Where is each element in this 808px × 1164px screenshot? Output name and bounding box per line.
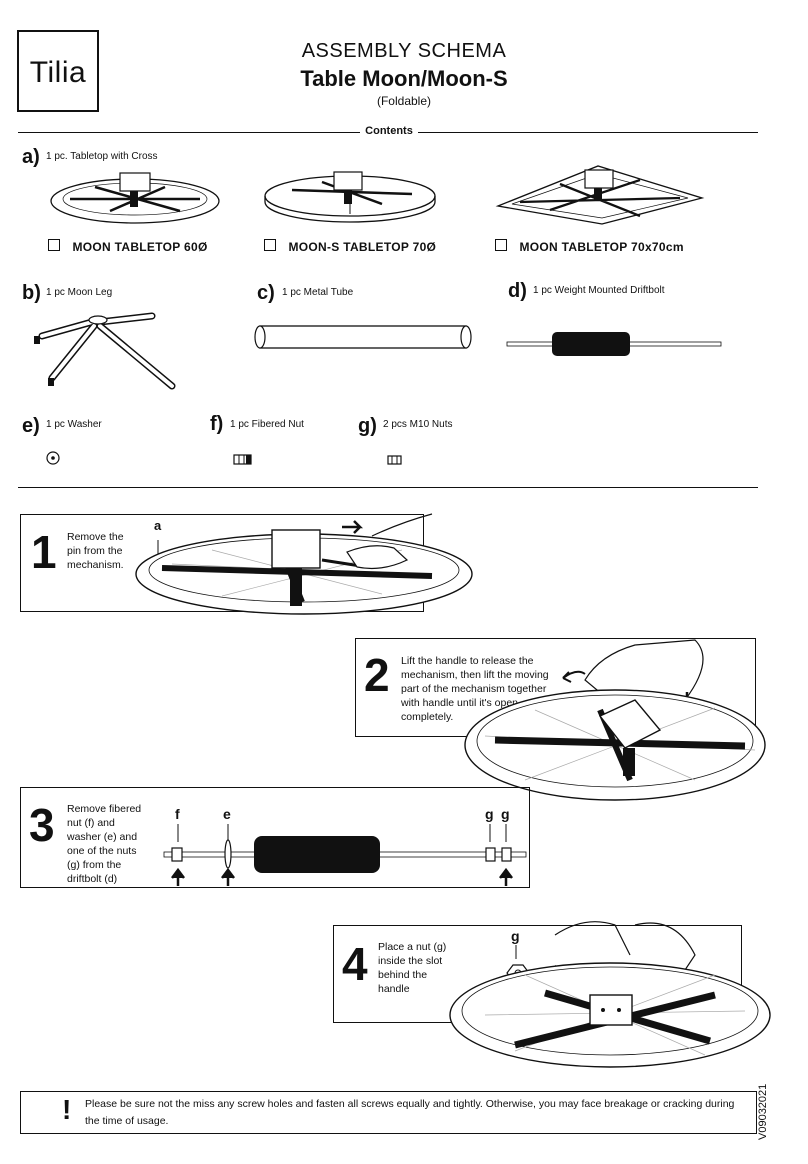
product-subtitle: (Foldable) bbox=[376, 94, 432, 108]
driftbolt-illustration bbox=[506, 332, 722, 356]
item-e-label: e) bbox=[22, 415, 40, 437]
tabletop-70-illustration bbox=[264, 171, 436, 223]
item-b-text: 1 pc Moon Leg bbox=[46, 287, 113, 298]
item-c-text: 1 pc Metal Tube bbox=[282, 287, 354, 298]
item-a-text: 1 pc. Tabletop with Cross bbox=[46, 151, 158, 162]
option-moon-60[interactable]: MOON TABLETOP 60Ø bbox=[48, 238, 208, 256]
tabletop-60-illustration bbox=[50, 172, 220, 224]
step-1-callout: a bbox=[154, 518, 162, 533]
step-3-callout-g1: g bbox=[485, 806, 494, 822]
item-c-label: c) bbox=[257, 282, 275, 304]
product-name: Table Moon/Moon-S bbox=[300, 66, 508, 91]
m10-nut-icon bbox=[387, 455, 402, 465]
option-moon-s-70-label: MOON-S TABLETOP 70Ø bbox=[288, 240, 437, 254]
step-3-driftbolt-illustration bbox=[163, 824, 527, 886]
option-moon-60-label: MOON TABLETOP 60Ø bbox=[72, 240, 208, 254]
step-4-text: Place a nut (g) inside the slot behind t… bbox=[378, 941, 447, 995]
checkbox-icon[interactable] bbox=[264, 239, 276, 251]
step-3-callout-g2: g bbox=[501, 806, 510, 822]
item-f-text: 1 pc Fibered Nut bbox=[230, 419, 304, 430]
step-3-number: 3 bbox=[29, 799, 55, 851]
step-3-callout-f: f bbox=[175, 806, 180, 822]
item-e-text: 1 pc Washer bbox=[46, 419, 102, 430]
option-moon-70x70-label: MOON TABLETOP 70x70cm bbox=[519, 240, 684, 254]
item-g-text: 2 pcs M10 Nuts bbox=[383, 419, 453, 430]
logo-text: Tilia bbox=[29, 56, 87, 89]
checkbox-icon[interactable] bbox=[495, 239, 507, 251]
item-d-text: 1 pc Weight Mounted Driftbolt bbox=[533, 285, 665, 296]
tabletop-square-illustration bbox=[495, 165, 705, 225]
fibered-nut-icon bbox=[233, 454, 252, 465]
brand-logo: Tilia bbox=[17, 30, 99, 112]
step-1-mechanism-illustration bbox=[135, 513, 473, 615]
version-code: V09032021 bbox=[757, 1083, 769, 1140]
step-3-panel bbox=[20, 787, 530, 888]
step-4-number: 4 bbox=[342, 938, 368, 990]
item-b-label: b) bbox=[22, 282, 41, 304]
item-d-label: d) bbox=[508, 280, 527, 302]
step-2-mechanism-illustration bbox=[464, 639, 766, 801]
step-4-mechanism-illustration bbox=[449, 921, 771, 1068]
item-f-label: f) bbox=[210, 413, 224, 435]
metal-tube-illustration bbox=[254, 325, 472, 349]
schema-title: ASSEMBLY SCHEMA bbox=[301, 40, 507, 62]
option-moon-70x70[interactable]: MOON TABLETOP 70x70cm bbox=[495, 238, 684, 256]
step-1-number: 1 bbox=[31, 526, 57, 578]
checkbox-icon[interactable] bbox=[48, 239, 60, 251]
steps-divider bbox=[18, 487, 758, 488]
warning-panel bbox=[20, 1091, 757, 1134]
item-g-label: g) bbox=[358, 415, 377, 437]
step-2-number: 2 bbox=[364, 649, 390, 701]
step-3-text: Remove fibered nut (f) and washer (e) an… bbox=[67, 803, 142, 885]
step-2-text: Lift the handle to release the mechanism… bbox=[401, 655, 549, 723]
step-1-text: Remove the pin from the mechanism. bbox=[67, 531, 124, 571]
warning-icon: ! bbox=[62, 1094, 72, 1125]
step-4-callout-g: g bbox=[511, 928, 520, 944]
washer-icon bbox=[46, 451, 60, 465]
contents-heading: Contents bbox=[360, 125, 418, 137]
step-3-callout-e: e bbox=[223, 806, 231, 822]
item-a-label: a) bbox=[22, 146, 40, 168]
moon-leg-illustration bbox=[34, 312, 176, 390]
option-moon-s-70[interactable]: MOON-S TABLETOP 70Ø bbox=[264, 238, 436, 256]
warning-text: Please be sure not the miss any screw ho… bbox=[85, 1098, 735, 1127]
